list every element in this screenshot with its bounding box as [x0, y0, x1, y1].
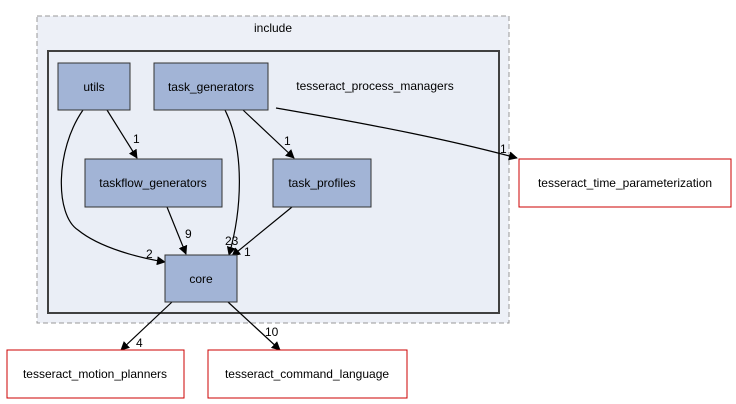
node-task-generators-box [153, 62, 269, 111]
edge-label-task-generators-time-parameterization: 1 [500, 142, 507, 156]
node-task-generators-label: task_generators [168, 80, 254, 94]
node-taskflow-generators-box [84, 158, 223, 208]
node-utils-box [57, 62, 131, 111]
node-command-language-box [207, 349, 408, 399]
node-task-profiles-box [272, 158, 372, 208]
edge-label-core-command-language: 10 [265, 325, 279, 339]
edge-task-profiles-core [231, 206, 293, 257]
edge-task-generators-core [224, 109, 240, 256]
node-motion-planners-label: tesseract_motion_planners [23, 367, 167, 381]
cluster-include-label: include [254, 21, 292, 35]
node-core-label: core [189, 272, 213, 286]
node-task-profiles[interactable]: task_profiles [272, 158, 372, 208]
node-utils-label: utils [83, 80, 104, 94]
cluster-process-managers-label: tesseract_process_managers [296, 79, 453, 93]
edge-task-generators-time-parameterization [275, 107, 518, 161]
edge-labels: 1 2 1 23 1 9 1 4 10 [133, 132, 507, 350]
node-tesseract-command-language[interactable]: tesseract_command_language [207, 349, 408, 399]
node-tesseract-time-parameterization[interactable]: tesseract_time_parameterization [518, 158, 732, 208]
node-command-language-label: tesseract_command_language [225, 367, 389, 381]
node-task-generators[interactable]: task_generators [153, 62, 269, 111]
edges [60, 107, 518, 351]
edge-core-motion-planners [120, 301, 173, 351]
edge-label-task-generators-task-profiles: 1 [284, 134, 291, 148]
edge-label-utils-core: 2 [146, 247, 153, 261]
node-taskflow-generators[interactable]: taskflow_generators [84, 158, 223, 208]
edge-task-generators-task-profiles [242, 109, 295, 159]
node-motion-planners-box [6, 349, 185, 399]
edge-label-task-generators-core: 23 [225, 234, 239, 248]
node-utils[interactable]: utils [57, 62, 131, 111]
node-taskflow-generators-label: taskflow_generators [99, 176, 206, 190]
edge-utils-core [60, 109, 166, 266]
edge-label-taskflow-generators-core: 9 [185, 227, 192, 241]
edge-label-utils-taskflow-generators: 1 [133, 132, 140, 146]
node-time-parameterization-box [518, 158, 732, 208]
node-core-box [164, 254, 238, 303]
edge-label-core-motion-planners: 4 [136, 336, 143, 350]
edge-core-command-language [227, 301, 281, 351]
edge-label-task-profiles-core: 1 [244, 245, 251, 259]
node-time-parameterization-label: tesseract_time_parameterization [538, 176, 712, 190]
edge-taskflow-generators-core [166, 206, 188, 255]
edge-utils-taskflow-generators [106, 109, 138, 159]
node-tesseract-motion-planners[interactable]: tesseract_motion_planners [6, 349, 185, 399]
node-core[interactable]: core [164, 254, 238, 303]
node-task-profiles-label: task_profiles [288, 176, 355, 190]
